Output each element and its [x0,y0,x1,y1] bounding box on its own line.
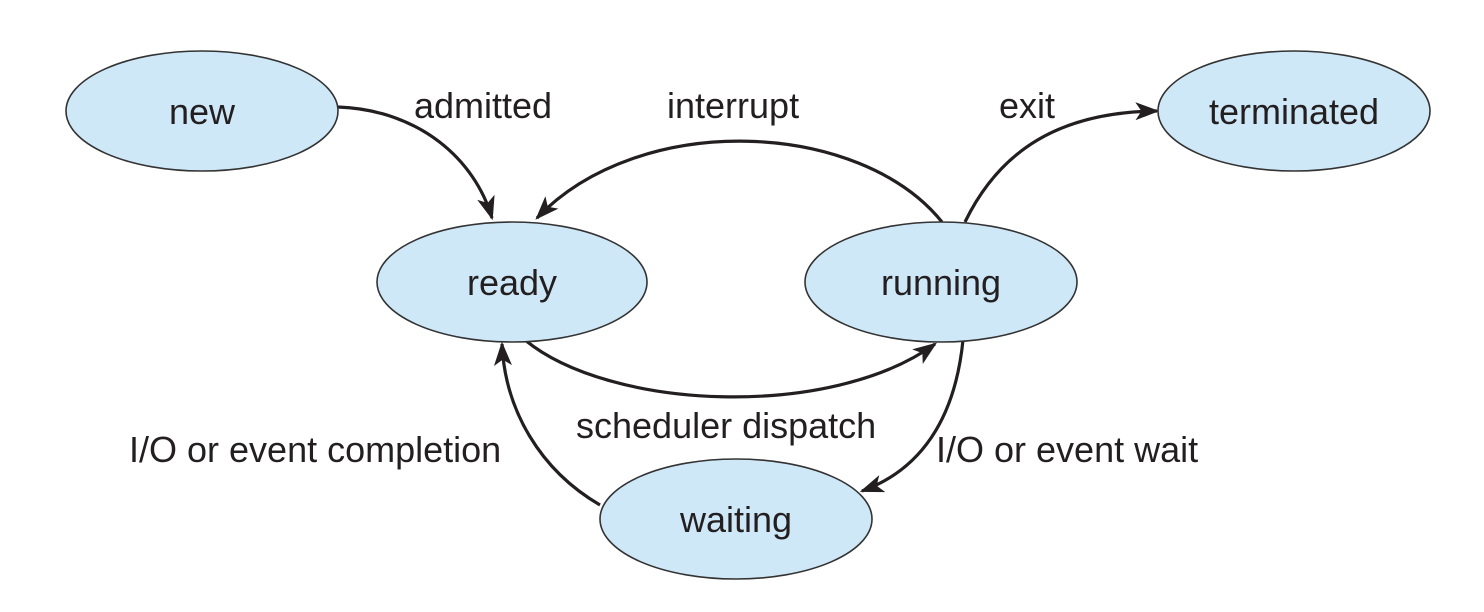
label-exit: exit [999,85,1055,126]
label-scheduler-dispatch: scheduler dispatch [576,405,876,446]
edge-exit [963,102,1160,223]
state-new-ellipse [65,50,339,172]
state-running-ellipse [804,221,1078,343]
state-ready-ellipse [376,221,648,343]
edge-scheduler-dispatch [523,338,937,399]
edge-io-event-wait [859,339,965,493]
state-running: running [804,221,1078,343]
state-waiting-label: waiting [679,499,792,540]
state-terminated-ellipse [1157,50,1431,172]
state-running-label: running [881,262,1001,303]
edge-io-event-completion [494,341,601,507]
state-ready: ready [376,221,648,343]
state-waiting: waiting [599,458,873,580]
state-ready-label: ready [467,262,557,303]
label-interrupt: interrupt [667,85,799,126]
label-io-event-wait: I/O or event wait [936,429,1198,470]
state-terminated-label: terminated [1209,91,1379,132]
state-new: new [65,50,339,172]
edge-interrupt [535,139,944,224]
state-terminated: terminated [1157,50,1431,172]
state-waiting-ellipse [599,458,873,580]
edge-admitted [337,105,495,221]
label-admitted: admitted [414,85,552,126]
label-io-event-completion: I/O or event completion [129,429,501,470]
state-new-label: new [169,91,236,132]
